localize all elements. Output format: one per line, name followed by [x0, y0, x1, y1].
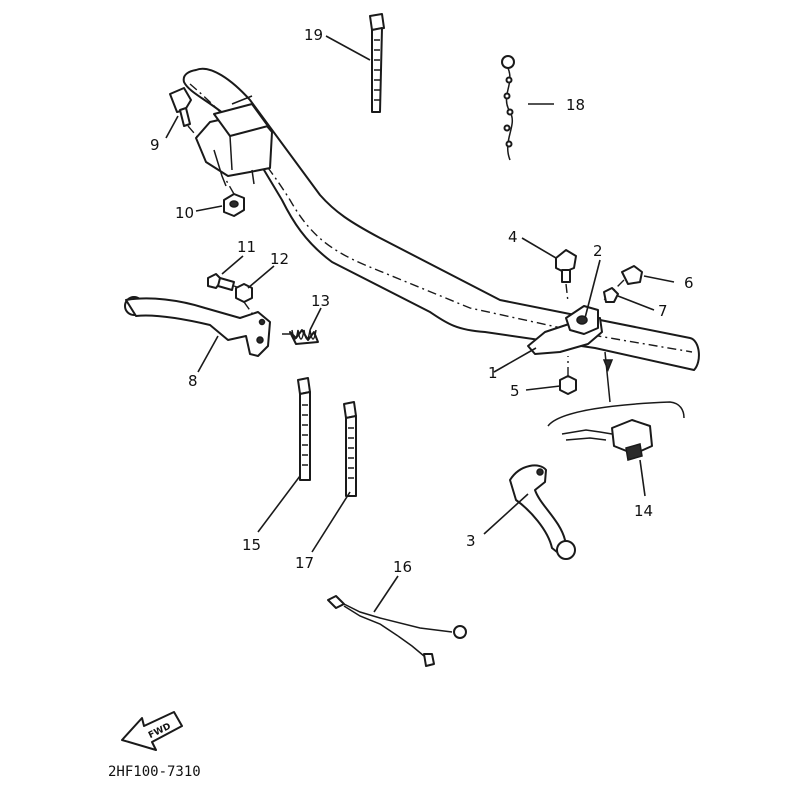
- callout-2: 2: [593, 242, 603, 260]
- cable-band-part-17: [343, 401, 357, 497]
- handlebar-clamp-left: [195, 103, 273, 187]
- lever-part-3: [509, 464, 576, 560]
- callout-14: 14: [634, 502, 653, 520]
- callout-18: 18: [566, 96, 585, 114]
- clip-chain-part-18: [501, 55, 515, 161]
- callout-19: 19: [304, 26, 323, 44]
- callout-13: 13: [311, 292, 330, 310]
- callout-8: 8: [188, 372, 198, 390]
- callout-7: 7: [658, 302, 668, 320]
- callout-4: 4: [508, 228, 518, 246]
- callout-5: 5: [510, 382, 520, 400]
- callout-3: 3: [466, 532, 476, 550]
- callout-17: 17: [295, 554, 314, 572]
- nut-part-12: [235, 283, 255, 317]
- cable-band-part-15: [297, 377, 311, 481]
- callout-10: 10: [175, 204, 194, 222]
- fwd-arrow-icon: FWD: [121, 711, 183, 751]
- callout-12: 12: [270, 250, 289, 268]
- lever-part-8: [124, 296, 271, 357]
- callout-15: 15: [242, 536, 261, 554]
- nut-part-10: [223, 179, 245, 217]
- lever-holder-assembly: [527, 249, 643, 395]
- spring-part-13: [282, 329, 319, 345]
- callout-11: 11: [237, 238, 256, 256]
- handlebar: [182, 67, 700, 371]
- bolt-part-9: [169, 87, 201, 141]
- callout-9: 9: [150, 136, 160, 154]
- cable-band-part-19: [369, 13, 385, 113]
- callout-6: 6: [684, 274, 694, 292]
- figure-code: 2HF100-7310: [108, 764, 201, 780]
- cable-part-16: [327, 595, 467, 667]
- leader-lines: [165, 35, 675, 613]
- callout-labels: 1 2 3 4 5 6 7 8 9 10 11 12 13 14 15 16 1…: [150, 26, 694, 576]
- switch-part-14: [547, 351, 685, 461]
- callout-16: 16: [393, 558, 412, 576]
- callout-1: 1: [488, 364, 498, 382]
